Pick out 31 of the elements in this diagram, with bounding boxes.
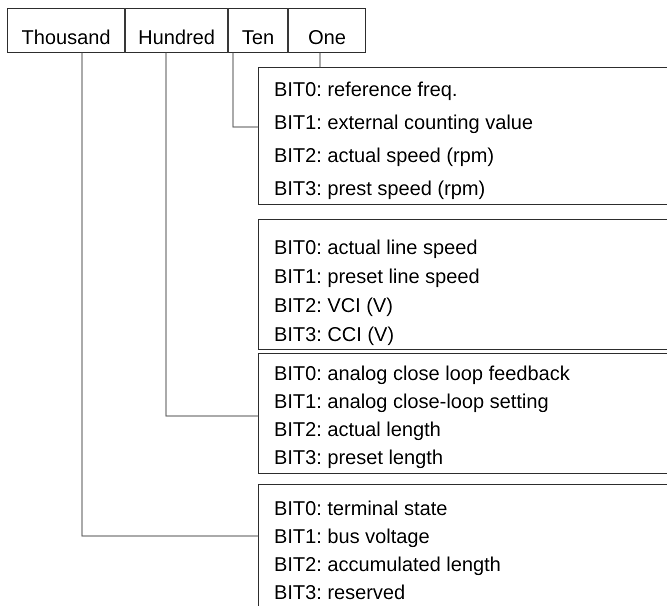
bit-description: BIT3: CCI (V) [273,323,394,348]
digit-label: One [308,26,346,50]
bit-description: BIT2: accumulated length [273,553,501,578]
digit-label: Ten [242,26,274,50]
digit-label: Thousand [22,26,110,50]
connector-line [82,52,258,536]
bit-description: BIT3: reserved [273,581,406,606]
bit-description: BIT1: preset line speed [273,265,480,290]
bit-description: BIT3: prest speed (rpm) [273,177,486,202]
bit-description: BIT2: actual length [273,418,441,443]
bit-description: BIT1: analog close-loop setting [273,390,549,415]
digit-box [7,8,125,53]
bit-list-panel [258,67,667,205]
bit-list-panel [258,353,667,474]
bit-list-panel [258,484,667,606]
bit-description: BIT1: external counting value [273,111,534,136]
bit-description: BIT1: bus voltage [273,525,430,550]
bit-description: BIT0: reference freq. [273,78,458,103]
bit-description: BIT0: actual line speed [273,236,478,261]
digit-box [125,8,228,53]
bit-description: BIT2: actual speed (rpm) [273,144,494,169]
bit-description: BIT0: terminal state [273,497,448,522]
bit-description: BIT2: VCI (V) [273,294,393,319]
digit-box [228,8,288,53]
bit-list-panel [258,219,667,350]
bit-description: BIT0: analog close loop feedback [273,362,570,387]
digit-box [288,8,366,53]
bit-description: BIT3: preset length [273,446,443,471]
connector-line [232,52,258,128]
connector-line [166,52,258,416]
digit-label: Hundred [138,26,215,50]
